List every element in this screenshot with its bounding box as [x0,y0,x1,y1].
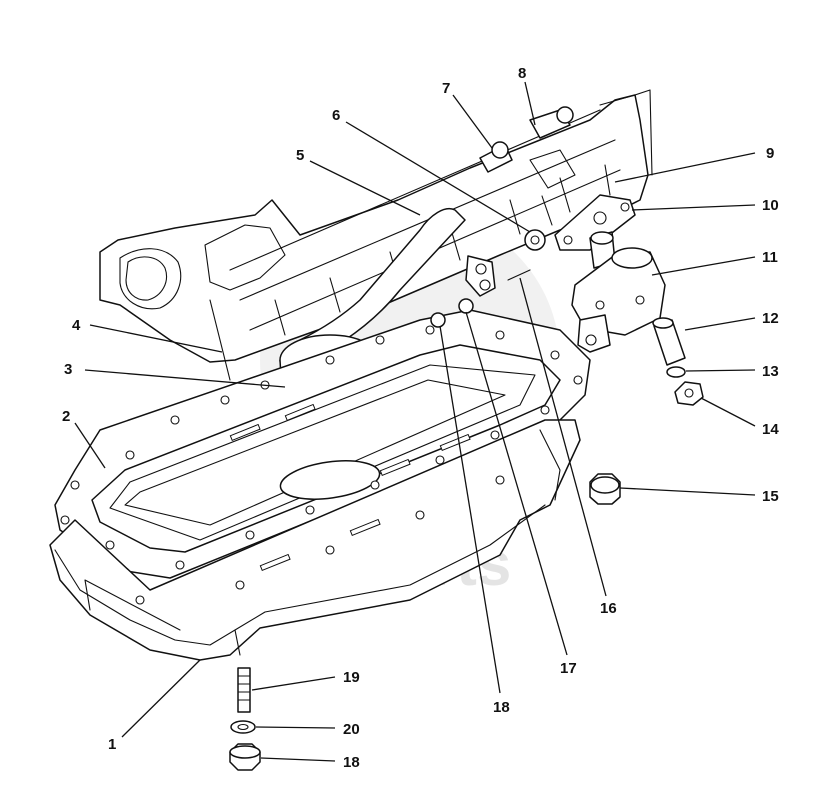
callout-11: 11 [762,249,778,266]
callout-20: 20 [343,721,360,738]
stud-part-19 [237,667,251,713]
callout-10: 10 [762,197,779,214]
callout-3: 3 [64,361,72,378]
nut-part-18-upper [430,312,446,328]
callout-4: 4 [72,317,81,334]
nut-part-14 [674,381,704,406]
callout-8: 8 [518,65,526,82]
callout-labels: 1 2 3 4 5 6 7 8 9 10 11 12 13 14 15 16 1… [62,65,779,771]
gasket-bolt-holes [60,325,583,605]
callout-7: 7 [442,80,450,97]
studs [507,164,611,281]
oil-pump-part-11 [571,231,666,353]
callout-18-upper: 18 [493,699,510,716]
washer-part-13 [666,366,686,378]
callout-1: 1 [108,736,116,753]
callout-15: 15 [762,488,779,505]
callout-6: 6 [332,107,340,124]
callout-2: 2 [62,408,70,425]
nut-part-18-lower [229,743,261,771]
callout-16: 16 [600,600,617,617]
sleeve-part-12 [652,317,686,366]
callout-18-lower: 18 [343,754,360,771]
callout-17: 17 [560,660,577,677]
dipstick-fittings [479,106,574,173]
callout-5: 5 [296,147,304,164]
callout-12: 12 [762,310,779,327]
washer-part-17 [458,298,474,314]
leader-lines [74,81,756,762]
drain-plug-part-15 [589,473,621,505]
flange-part-10 [554,194,636,251]
callout-13: 13 [762,363,779,380]
callout-9: 9 [766,145,774,162]
callout-19: 19 [343,669,360,686]
callout-14: 14 [762,421,779,438]
oil-pan-gasket [54,309,591,579]
oil-pan-body [49,419,581,661]
